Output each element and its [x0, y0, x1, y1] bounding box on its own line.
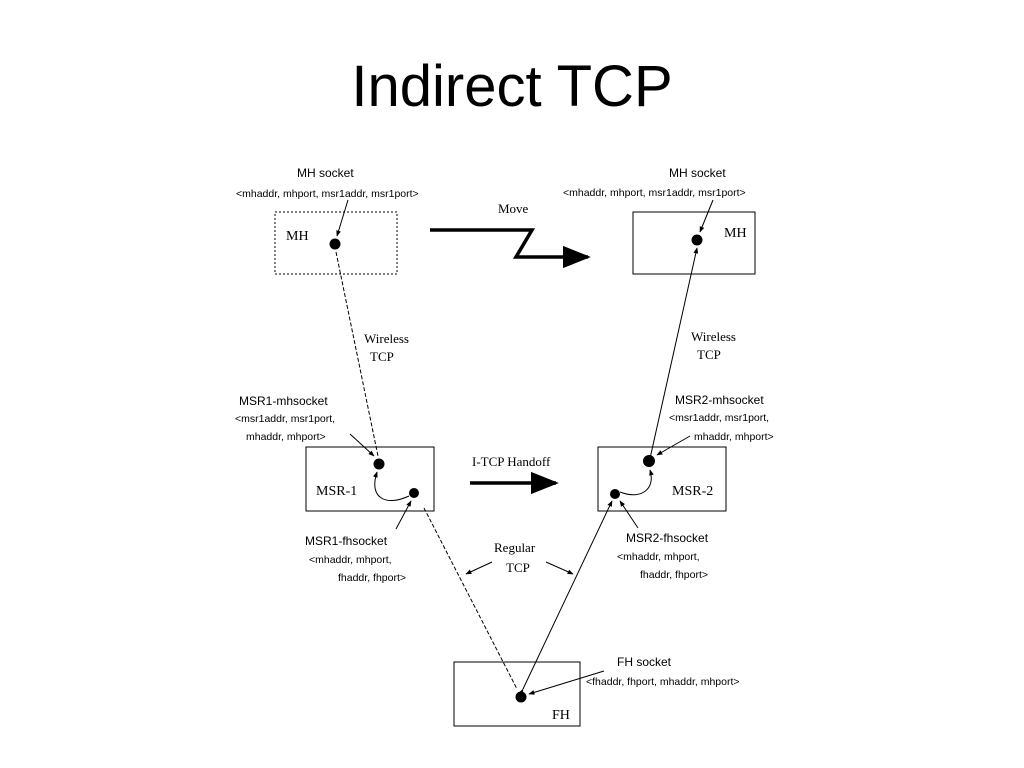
- fh-socket-pointer: [528, 670, 605, 695]
- msr1-fhsocket-tuple-line1: <mhaddr, mhport,: [309, 554, 392, 566]
- msr1-fhsocket-title: MSR1-fhsocket: [305, 534, 388, 548]
- msr1-mhsocket-pointer: [349, 433, 375, 457]
- msr2-label: MSR-2: [672, 484, 713, 499]
- regular-tcp-line2: TCP: [506, 560, 530, 575]
- wireless-left-line1: Wireless: [364, 331, 409, 346]
- mh-old-label: MH: [286, 229, 309, 244]
- mh-new-socket-dot: [691, 234, 703, 246]
- mh-old-socket-dot: [329, 238, 341, 250]
- msr2-mhsocket-dot: [643, 455, 655, 467]
- slide-title: Indirect TCP: [351, 54, 673, 119]
- msr1-internal-link: [373, 471, 410, 501]
- msr2-fhsocket-tuple-line2: fhaddr, fhport>: [640, 569, 708, 581]
- msr2-fhsocket-title: MSR2-fhsocket: [626, 531, 709, 545]
- mh-socket-right-title: MH socket: [669, 166, 726, 180]
- mh-new-label: MH: [724, 226, 747, 241]
- msr2-mhsocket-pointer: [656, 435, 691, 456]
- msr2-mhsocket-tuple-line2: mhaddr, mhport>: [694, 431, 774, 443]
- move-arrow: [430, 228, 591, 269]
- mh-socket-left-tuple: <mhaddr, mhport, msr1addr, msr1port>: [236, 188, 419, 200]
- fh-socket-tuple: <fhaddr, fhport, mhaddr, mhport>: [586, 676, 740, 688]
- msr1-fhsocket-pointer: [395, 500, 412, 530]
- msr1-mhsocket-dot: [373, 458, 385, 470]
- msr1-mhsocket-tuple-line1: <msr1addr, msr1port,: [235, 413, 335, 425]
- msr2-fhsocket-dot: [610, 489, 620, 499]
- mh-old-box: [274, 211, 398, 275]
- move-label: Move: [498, 201, 529, 216]
- msr1-mhsocket-title: MSR1-mhsocket: [239, 394, 328, 408]
- msr2-fhsocket-pointer: [619, 500, 639, 529]
- regular-tcp-pointer-right: [545, 561, 574, 575]
- msr2-mhsocket-title: MSR2-mhsocket: [675, 393, 764, 407]
- wireless-left-line2: TCP: [370, 349, 394, 364]
- msr1-label: MSR-1: [316, 484, 357, 499]
- msr2-mhsocket-tuple-line1: <msr1addr, msr1port,: [669, 412, 769, 424]
- itcp-handoff-label: I-TCP Handoff: [472, 454, 551, 469]
- fh-socket-dot: [515, 691, 527, 703]
- msr1-box: [305, 446, 435, 512]
- wireless-link-old: [335, 251, 379, 457]
- msr2-internal-link: [619, 469, 654, 496]
- regular-tcp-line1: Regular: [494, 540, 536, 555]
- msr2-fhsocket-tuple-line1: <mhaddr, mhport,: [617, 551, 700, 563]
- msr1-fhsocket-tuple-line2: fhaddr, fhport>: [338, 572, 406, 584]
- fh-label: FH: [552, 708, 570, 723]
- wireless-link-new: [647, 247, 699, 460]
- wireless-right-line2: TCP: [697, 347, 721, 362]
- mh-socket-left-title: MH socket: [297, 166, 354, 180]
- mh-socket-right-pointer: [699, 199, 714, 233]
- regular-link-old: [423, 507, 518, 690]
- regular-link-new: [518, 500, 613, 695]
- msr1-mhsocket-tuple-line2: mhaddr, mhport>: [246, 431, 326, 443]
- msr2-box: [597, 446, 727, 512]
- msr1-fhsocket-dot: [409, 488, 419, 498]
- regular-tcp-pointer-left: [465, 561, 493, 575]
- mh-socket-left-pointer: [336, 199, 349, 237]
- mh-socket-right-tuple: <mhaddr, mhport, msr1addr, msr1port>: [563, 187, 746, 199]
- wireless-right-line1: Wireless: [691, 329, 736, 344]
- fh-socket-title: FH socket: [617, 655, 672, 669]
